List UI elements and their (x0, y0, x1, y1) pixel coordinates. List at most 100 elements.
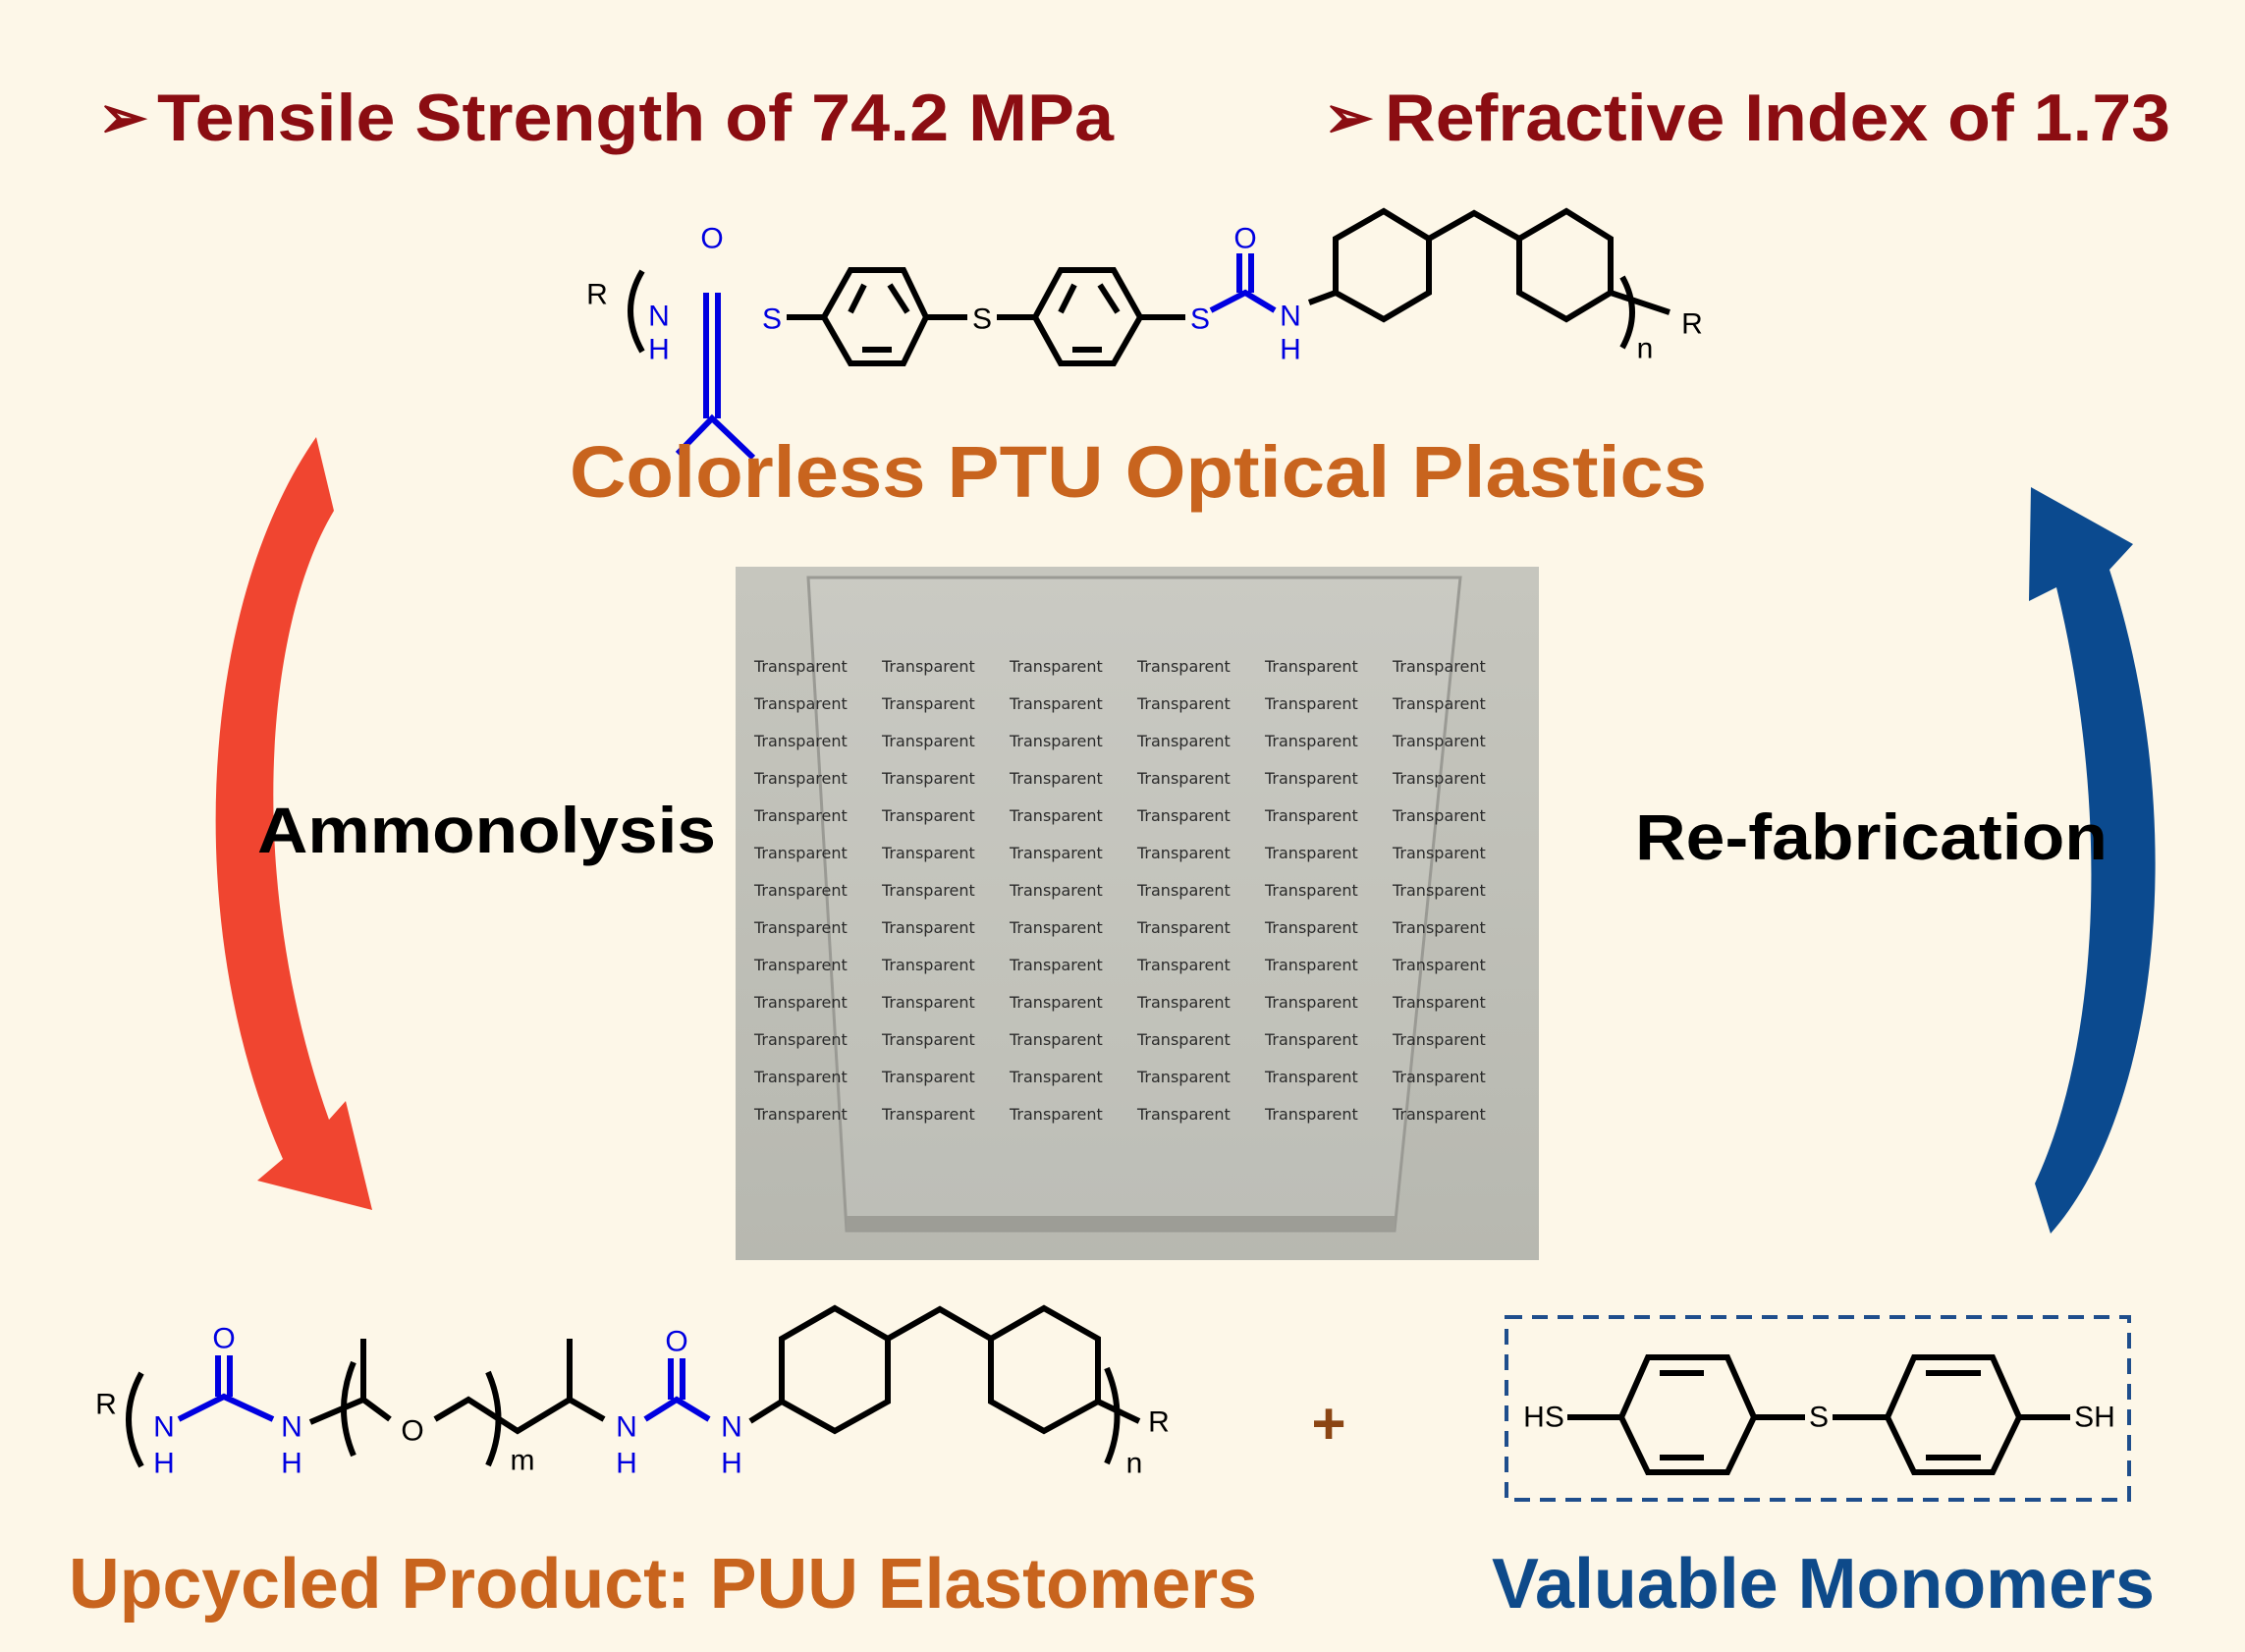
monomer-thiol-left: HS (1523, 1402, 1564, 1434)
ammonolysis-label: Ammonolysis (257, 794, 716, 866)
photo-background-word: Transparent (1136, 993, 1231, 1012)
ptu-atom-nitrogen: N (648, 301, 670, 333)
photo-background-word: Transparent (881, 806, 975, 825)
photo-background-word: Transparent (1264, 1068, 1358, 1086)
photo-background-word: Transparent (1009, 1105, 1103, 1124)
photo-background-word: Transparent (1392, 993, 1486, 1012)
photo-background-word: Transparent (1264, 806, 1358, 825)
photo-background-word: Transparent (753, 881, 848, 900)
photo-background-word: Transparent (881, 1105, 975, 1124)
photo-background-word: Transparent (1136, 881, 1231, 900)
puu-atom-nitrogen: N (281, 1411, 302, 1444)
photo-background-word: Transparent (881, 1068, 975, 1086)
puu-end-group-right: R (1148, 1406, 1170, 1439)
bullet-arrow-icon: ➢ (98, 84, 148, 150)
ptu-atom-oxygen: O (1233, 223, 1256, 255)
puu-atom-hydrogen: H (616, 1448, 637, 1480)
photo-background-word: Transparent (1392, 769, 1486, 788)
photo-background-word: Transparent (881, 1030, 975, 1049)
puu-atom-hydrogen: H (153, 1448, 175, 1480)
photo-background-word: Transparent (753, 844, 848, 862)
puu-atom-hydrogen: H (721, 1448, 742, 1480)
photo-background-word: Transparent (1392, 1068, 1486, 1086)
photo-background-word: Transparent (1264, 694, 1358, 713)
photo-background-word: Transparent (1392, 1105, 1486, 1124)
photo-background-word: Transparent (1136, 844, 1231, 862)
photo-background-word: Transparent (1009, 1068, 1103, 1086)
headline-tensile: ➢ Tensile Strength of 74.2 MPa (98, 81, 1115, 155)
photo-background-word: Transparent (1136, 1030, 1231, 1049)
puu-atom-oxygen: O (212, 1323, 235, 1355)
photo-background-word: Transparent (1009, 657, 1103, 676)
ptu-atom-sulfur-bridge: S (972, 303, 992, 336)
photo-background-word: Transparent (1136, 732, 1231, 750)
photo-background-word: Transparent (753, 732, 848, 750)
photo-background-word: Transparent (1009, 694, 1103, 713)
puu-repeat-n: n (1126, 1448, 1143, 1480)
ptu-atom-hydrogen: H (648, 334, 670, 366)
photo-background-word: Transparent (1009, 918, 1103, 937)
photo-background-word: Transparent (753, 1068, 848, 1086)
puu-atom-nitrogen: N (616, 1411, 637, 1444)
photo-background-word: Transparent (881, 732, 975, 750)
photo-background-word: Transparent (753, 956, 848, 974)
photo-background-word: Transparent (881, 844, 975, 862)
photo-background-word: Transparent (1264, 1105, 1358, 1124)
photo-background-word: Transparent (1136, 1105, 1231, 1124)
puu-end-group-left: R (95, 1389, 117, 1421)
photo-background-word: Transparent (1009, 769, 1103, 788)
headline-refractive-text: Refractive Index of 1.73 (1385, 81, 2170, 155)
photo-background-word: Transparent (1136, 769, 1231, 788)
photo-background-word: Transparent (1264, 993, 1358, 1012)
photo-background-word: Transparent (1136, 1068, 1231, 1086)
ptu-structure: R N H O S S S O N H R n (586, 207, 1703, 461)
photo-background-word: Transparent (753, 694, 848, 713)
photo-background-word: Transparent (1264, 769, 1358, 788)
monomer-dashed-box (1505, 1315, 2131, 1502)
photo-background-word: Transparent (753, 1105, 848, 1124)
photo-background-word: Transparent (1264, 844, 1358, 862)
photo-background-word: Transparent (1136, 657, 1231, 676)
headline-refractive: ➢ Refractive Index of 1.73 (1324, 81, 2170, 155)
puu-structure: R N H O N H O m N H O N H R n (95, 1304, 1170, 1480)
photo-background-word: Transparent (1009, 881, 1103, 900)
photo-background-word: Transparent (1009, 732, 1103, 750)
refabrication-arrow (2029, 487, 2156, 1234)
photo-background-word: Transparent (1009, 806, 1103, 825)
bullet-arrow-icon: ➢ (1324, 84, 1374, 150)
puu-atom-oxygen: O (665, 1326, 687, 1358)
ptu-title: Colorless PTU Optical Plastics (570, 431, 1707, 513)
photo-background-word: Transparent (881, 694, 975, 713)
photo-background-word: Transparent (753, 1030, 848, 1049)
photo-background-word: Transparent (881, 881, 975, 900)
photo-background-word: Transparent (1392, 732, 1486, 750)
ptu-atom-sulfur: S (1190, 303, 1210, 336)
photo-background-word: Transparent (1392, 694, 1486, 713)
ptu-atom-nitrogen: N (1280, 301, 1301, 333)
ptu-repeat-n: n (1637, 333, 1654, 365)
photo-background-word: Transparent (1264, 881, 1358, 900)
headline-tensile-text: Tensile Strength of 74.2 MPa (157, 81, 1115, 155)
photo-background-word: Transparent (753, 657, 848, 676)
photo-background-word: Transparent (753, 993, 848, 1012)
photo-background-word: Transparent (1136, 694, 1231, 713)
photo-background-word: Transparent (1392, 881, 1486, 900)
photo-background-word: Transparent (1136, 956, 1231, 974)
photo-background-word: Transparent (1392, 918, 1486, 937)
puu-repeat-m: m (511, 1445, 535, 1477)
photo-background-word: Transparent (1392, 956, 1486, 974)
ptu-atom-hydrogen: H (1280, 334, 1301, 366)
puu-atom-hydrogen: H (281, 1448, 302, 1480)
refabrication-label: Re-fabrication (1635, 800, 2108, 873)
monomer-thiol-right: SH (2074, 1402, 2115, 1434)
photo-background-word: Transparent (753, 918, 848, 937)
photo-background-word: Transparent (1392, 657, 1486, 676)
plus-sign: + (1311, 1391, 1345, 1457)
photo-background-word: Transparent (1136, 806, 1231, 825)
photo-background-word: Transparent (753, 769, 848, 788)
photo-background-word: Transparent (881, 993, 975, 1012)
puu-atom-ether-oxygen: O (401, 1415, 423, 1448)
photo-background-word: Transparent (1264, 956, 1358, 974)
